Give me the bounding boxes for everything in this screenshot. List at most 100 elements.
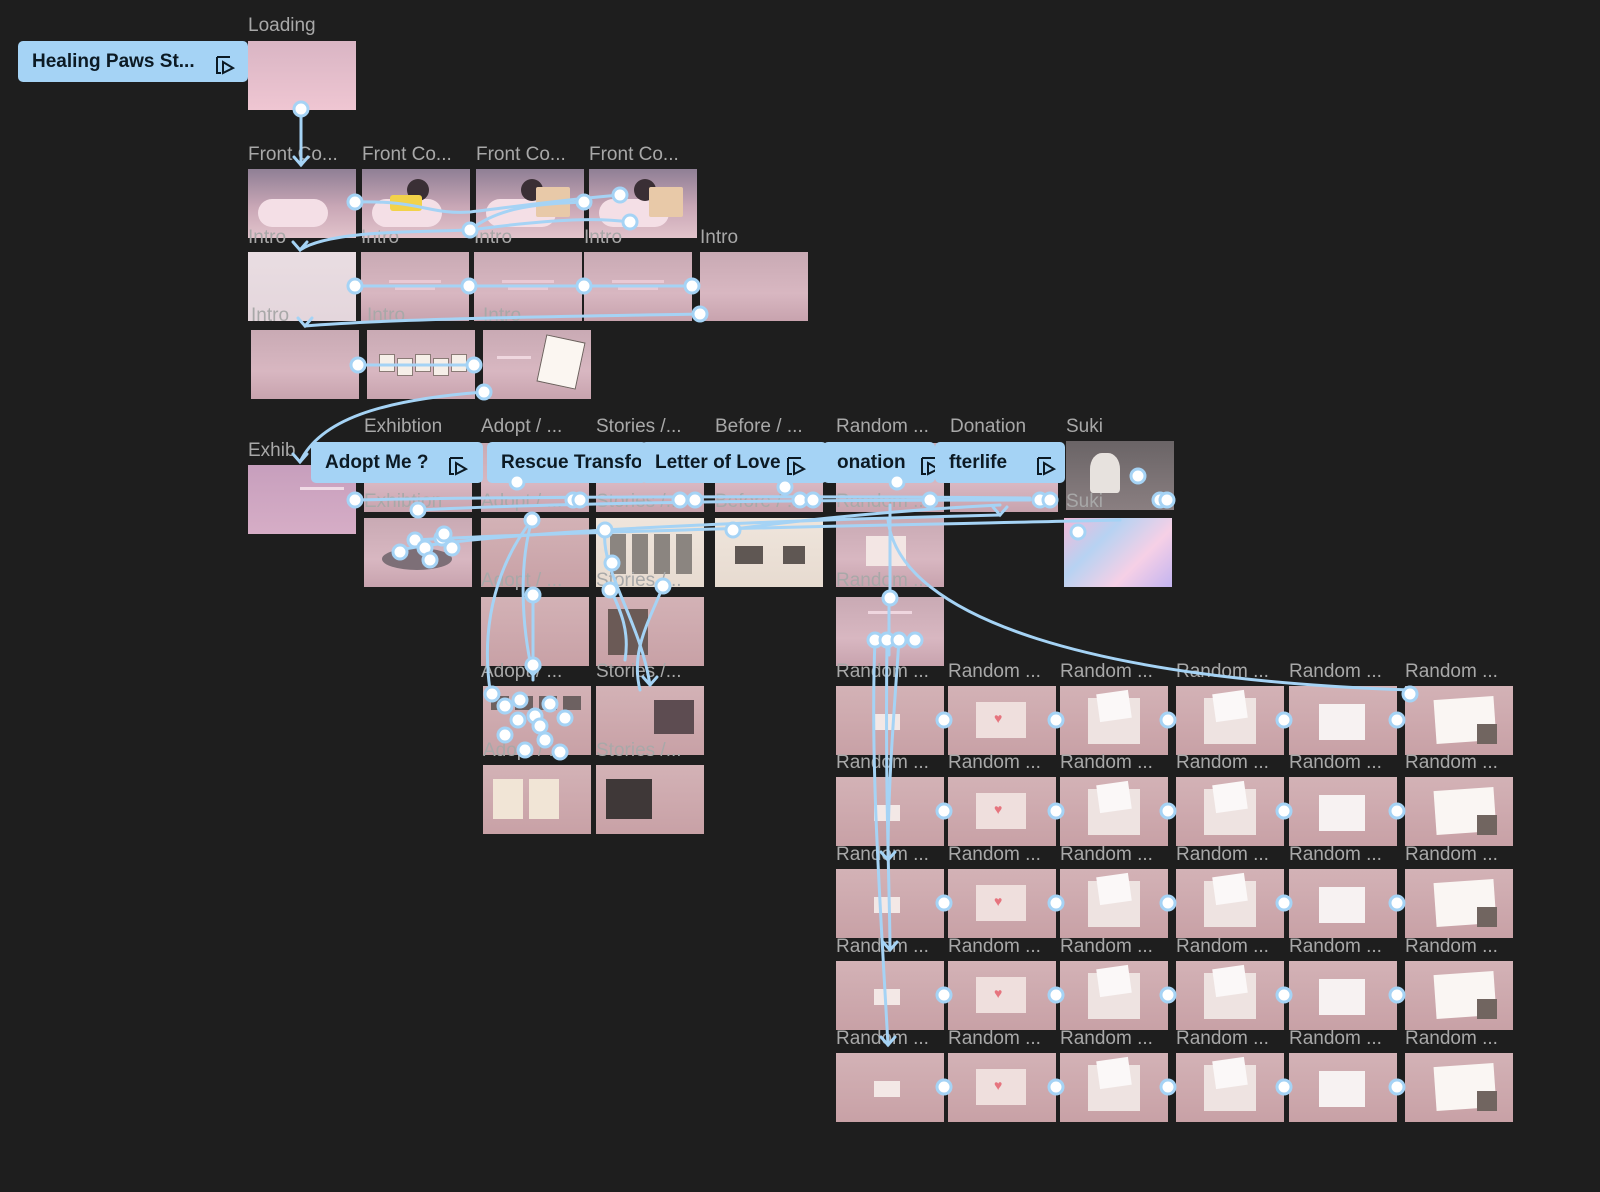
frame-label-random[interactable]: Random ... (1176, 1028, 1269, 1049)
frame-random-grid[interactable]: ♥ (948, 961, 1056, 1030)
frame-label-adopt[interactable]: Adopt / ... (483, 740, 565, 761)
frame-suki[interactable] (1066, 441, 1174, 510)
frame-random-grid[interactable] (1289, 869, 1397, 938)
frame-label-random[interactable]: Random ... (1289, 936, 1382, 957)
frame-label-suki[interactable]: Suki (1066, 491, 1103, 512)
frame-label-stories[interactable]: Stories /... (596, 416, 682, 437)
frame-label-random[interactable]: Random ... (948, 752, 1041, 773)
frame-label-random[interactable]: Random ... (1060, 661, 1153, 682)
frame-label-random[interactable]: Random ... (836, 936, 929, 957)
frame-suki[interactable] (1064, 518, 1172, 587)
frame-label-random[interactable]: Random ... (948, 1028, 1041, 1049)
frame-label-random[interactable]: Random ... (1405, 1028, 1498, 1049)
flow-starting-point[interactable]: Healing Paws St... (18, 41, 248, 82)
frame-label-random[interactable]: Random ... (836, 491, 929, 512)
frame-label-front-cover[interactable]: Front Co... (248, 144, 338, 165)
flow-starting-point[interactable]: Rescue Transfo (487, 442, 647, 483)
frame-intro[interactable] (248, 252, 356, 321)
frame-random-grid[interactable]: ♥ (948, 686, 1056, 755)
frame-random-grid[interactable] (1405, 869, 1513, 938)
frame-random-grid[interactable] (1060, 869, 1168, 938)
frame-label-suki[interactable]: Suki (1066, 416, 1103, 437)
frame-label-random[interactable]: Random ... (836, 752, 929, 773)
frame-label-random[interactable]: Random ... (1405, 936, 1498, 957)
frame-random-grid[interactable] (1405, 686, 1513, 755)
frame-label-random[interactable]: Random ... (1176, 936, 1269, 957)
frame-stories[interactable] (596, 765, 704, 834)
frame-label-adopt[interactable]: Adopt / ... (481, 661, 563, 682)
flow-starting-point[interactable]: fterlife (935, 442, 1065, 483)
frame-intro[interactable] (584, 252, 692, 321)
frame-label-random[interactable]: Random ... (1405, 752, 1498, 773)
frame-label-stories[interactable]: Stories /... (596, 570, 682, 591)
frame-label-intro[interactable]: Intro (251, 305, 290, 326)
frame-label-random[interactable]: Random ... (1176, 661, 1269, 682)
frame-label-exhibition[interactable]: Exhibtion (364, 416, 443, 437)
frame-label-front-cover[interactable]: Front Co... (476, 144, 566, 165)
frame-random[interactable] (836, 597, 944, 666)
frame-label-random[interactable]: Random ... (836, 661, 929, 682)
frame-stories[interactable] (596, 686, 704, 755)
frame-label-random[interactable]: Random ... (1289, 844, 1382, 865)
frame-label-random[interactable]: Random ... (1176, 844, 1269, 865)
frame-label-random[interactable]: Random ... (836, 1028, 929, 1049)
frame-label-random[interactable]: Random ... (1289, 661, 1382, 682)
frame-label-random[interactable]: Random ... (836, 844, 929, 865)
frame-label-before[interactable]: Before / ... (715, 416, 803, 437)
frame-label-front-cover[interactable]: Front Co... (589, 144, 679, 165)
flow-starting-point[interactable]: Adopt Me ? (311, 442, 483, 483)
frame-random-grid[interactable] (1060, 777, 1168, 846)
frame-label-intro[interactable]: Intro (367, 305, 406, 326)
frame-label-adopt[interactable]: Adopt / ... (481, 416, 563, 437)
frame-random-grid[interactable] (836, 1053, 944, 1122)
frame-random-grid[interactable] (1289, 686, 1397, 755)
frame-random-grid[interactable] (1405, 1053, 1513, 1122)
frame-random-grid[interactable] (1289, 1053, 1397, 1122)
frame-label-random[interactable]: Random ... (948, 844, 1041, 865)
frame-label-random[interactable]: Random ... (948, 661, 1041, 682)
frame-label-intro[interactable]: Intro (584, 227, 623, 248)
frame-label-before[interactable]: Before / ... (715, 491, 803, 512)
frame-random-grid[interactable] (836, 869, 944, 938)
frame-label-intro[interactable]: Intro (474, 227, 513, 248)
frame-label-exhibition[interactable]: Exhibtion (364, 491, 443, 512)
play-flow-icon[interactable] (785, 451, 807, 476)
frame-label-exhibition[interactable]: Exhib (248, 440, 296, 461)
frame-label-random[interactable]: Random ... (1405, 844, 1498, 865)
frame-stories[interactable] (596, 597, 704, 666)
frame-random-grid[interactable] (1176, 961, 1284, 1030)
frame-random-grid[interactable] (1176, 1053, 1284, 1122)
frame-label-random[interactable]: Random ... (1289, 1028, 1382, 1049)
frame-label-random[interactable]: Random ... (1405, 661, 1498, 682)
frame-label-front-cover[interactable]: Front Co... (362, 144, 452, 165)
frame-label-intro[interactable]: Intro (483, 305, 522, 326)
frame-intro[interactable] (483, 330, 591, 399)
frame-random-grid[interactable] (836, 961, 944, 1030)
frame-label-random[interactable]: Random ... (1060, 936, 1153, 957)
frame-random-grid[interactable] (836, 686, 944, 755)
frame-loading[interactable] (248, 41, 356, 110)
frame-random-grid[interactable]: ♥ (948, 869, 1056, 938)
frame-random-grid[interactable] (1176, 686, 1284, 755)
frame-label-random[interactable]: Random ... (1289, 752, 1382, 773)
flow-starting-point[interactable]: Letter of Love (641, 442, 827, 483)
frame-label-intro[interactable]: Intro (700, 227, 739, 248)
frame-label-random[interactable]: Random ... (1060, 752, 1153, 773)
play-flow-icon[interactable] (447, 451, 469, 476)
frame-exhibition[interactable] (364, 518, 472, 587)
frame-intro[interactable] (700, 252, 808, 321)
frame-adopt[interactable] (483, 765, 591, 834)
frame-label-stories[interactable]: Stories /... (596, 661, 682, 682)
frame-label-random[interactable]: Random ... (948, 936, 1041, 957)
frame-label-stories[interactable]: Stories /... (596, 740, 682, 761)
frame-intro[interactable] (367, 330, 475, 399)
frame-adopt[interactable] (481, 597, 589, 666)
frame-label-random[interactable]: Random ... (1060, 1028, 1153, 1049)
frame-label-intro[interactable]: Intro (248, 227, 287, 248)
frame-random-grid[interactable] (1060, 686, 1168, 755)
frame-random-grid[interactable] (1176, 869, 1284, 938)
frame-intro[interactable] (251, 330, 359, 399)
frame-front-cover[interactable] (248, 169, 356, 238)
frame-label-donation[interactable]: Donation (950, 416, 1027, 437)
